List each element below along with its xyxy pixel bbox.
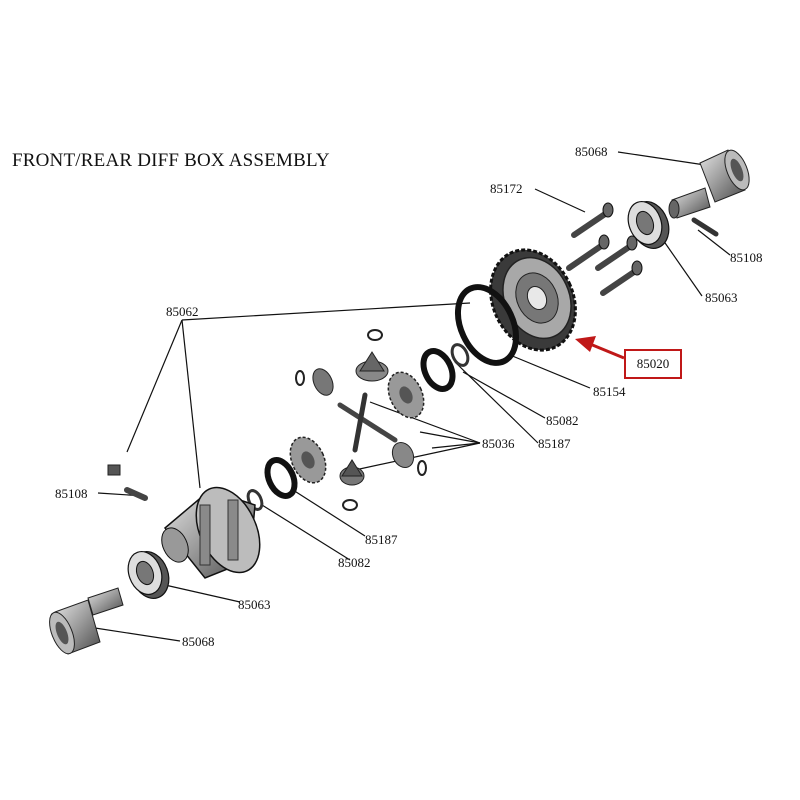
- pin-left: [107, 464, 148, 501]
- label-85108-right: 85108: [730, 250, 763, 265]
- pin-top: [691, 217, 719, 237]
- small-washers: [295, 329, 427, 511]
- spider-gears: [289, 351, 425, 486]
- label-85068-bottom: 85068: [182, 634, 215, 649]
- leader-lines: [94, 151, 731, 642]
- cross-pins: [337, 392, 398, 453]
- label-85187-right: 85187: [538, 436, 571, 451]
- label-85036: 85036: [482, 436, 515, 451]
- label-85068-top: 85068: [575, 144, 608, 159]
- diagram-title: FRONT/REAR DIFF BOX ASSEMBLY: [12, 150, 330, 171]
- diff-case: [161, 486, 261, 579]
- label-85172: 85172: [490, 181, 523, 196]
- highlight-arrow: [575, 336, 625, 360]
- label-85062: 85062: [166, 304, 199, 319]
- label-85108-left: 85108: [55, 486, 88, 501]
- bearing-top: [627, 201, 670, 249]
- ring-gear: [489, 248, 577, 352]
- label-85082-left: 85082: [338, 555, 371, 570]
- label-85063-right: 85063: [705, 290, 738, 305]
- screws: [566, 202, 643, 296]
- bearing-left: [127, 551, 170, 599]
- label-85154: 85154: [593, 384, 626, 399]
- outdrive-cup-top: [668, 149, 750, 219]
- label-85187-left: 85187: [365, 532, 398, 547]
- highlighted-part-label: 85020: [624, 349, 682, 379]
- outdrive-cup-bottom: [49, 587, 124, 655]
- label-85082-right: 85082: [546, 413, 579, 428]
- label-85063-left: 85063: [238, 597, 271, 612]
- gasket: [454, 284, 520, 366]
- shims-right: [420, 343, 470, 392]
